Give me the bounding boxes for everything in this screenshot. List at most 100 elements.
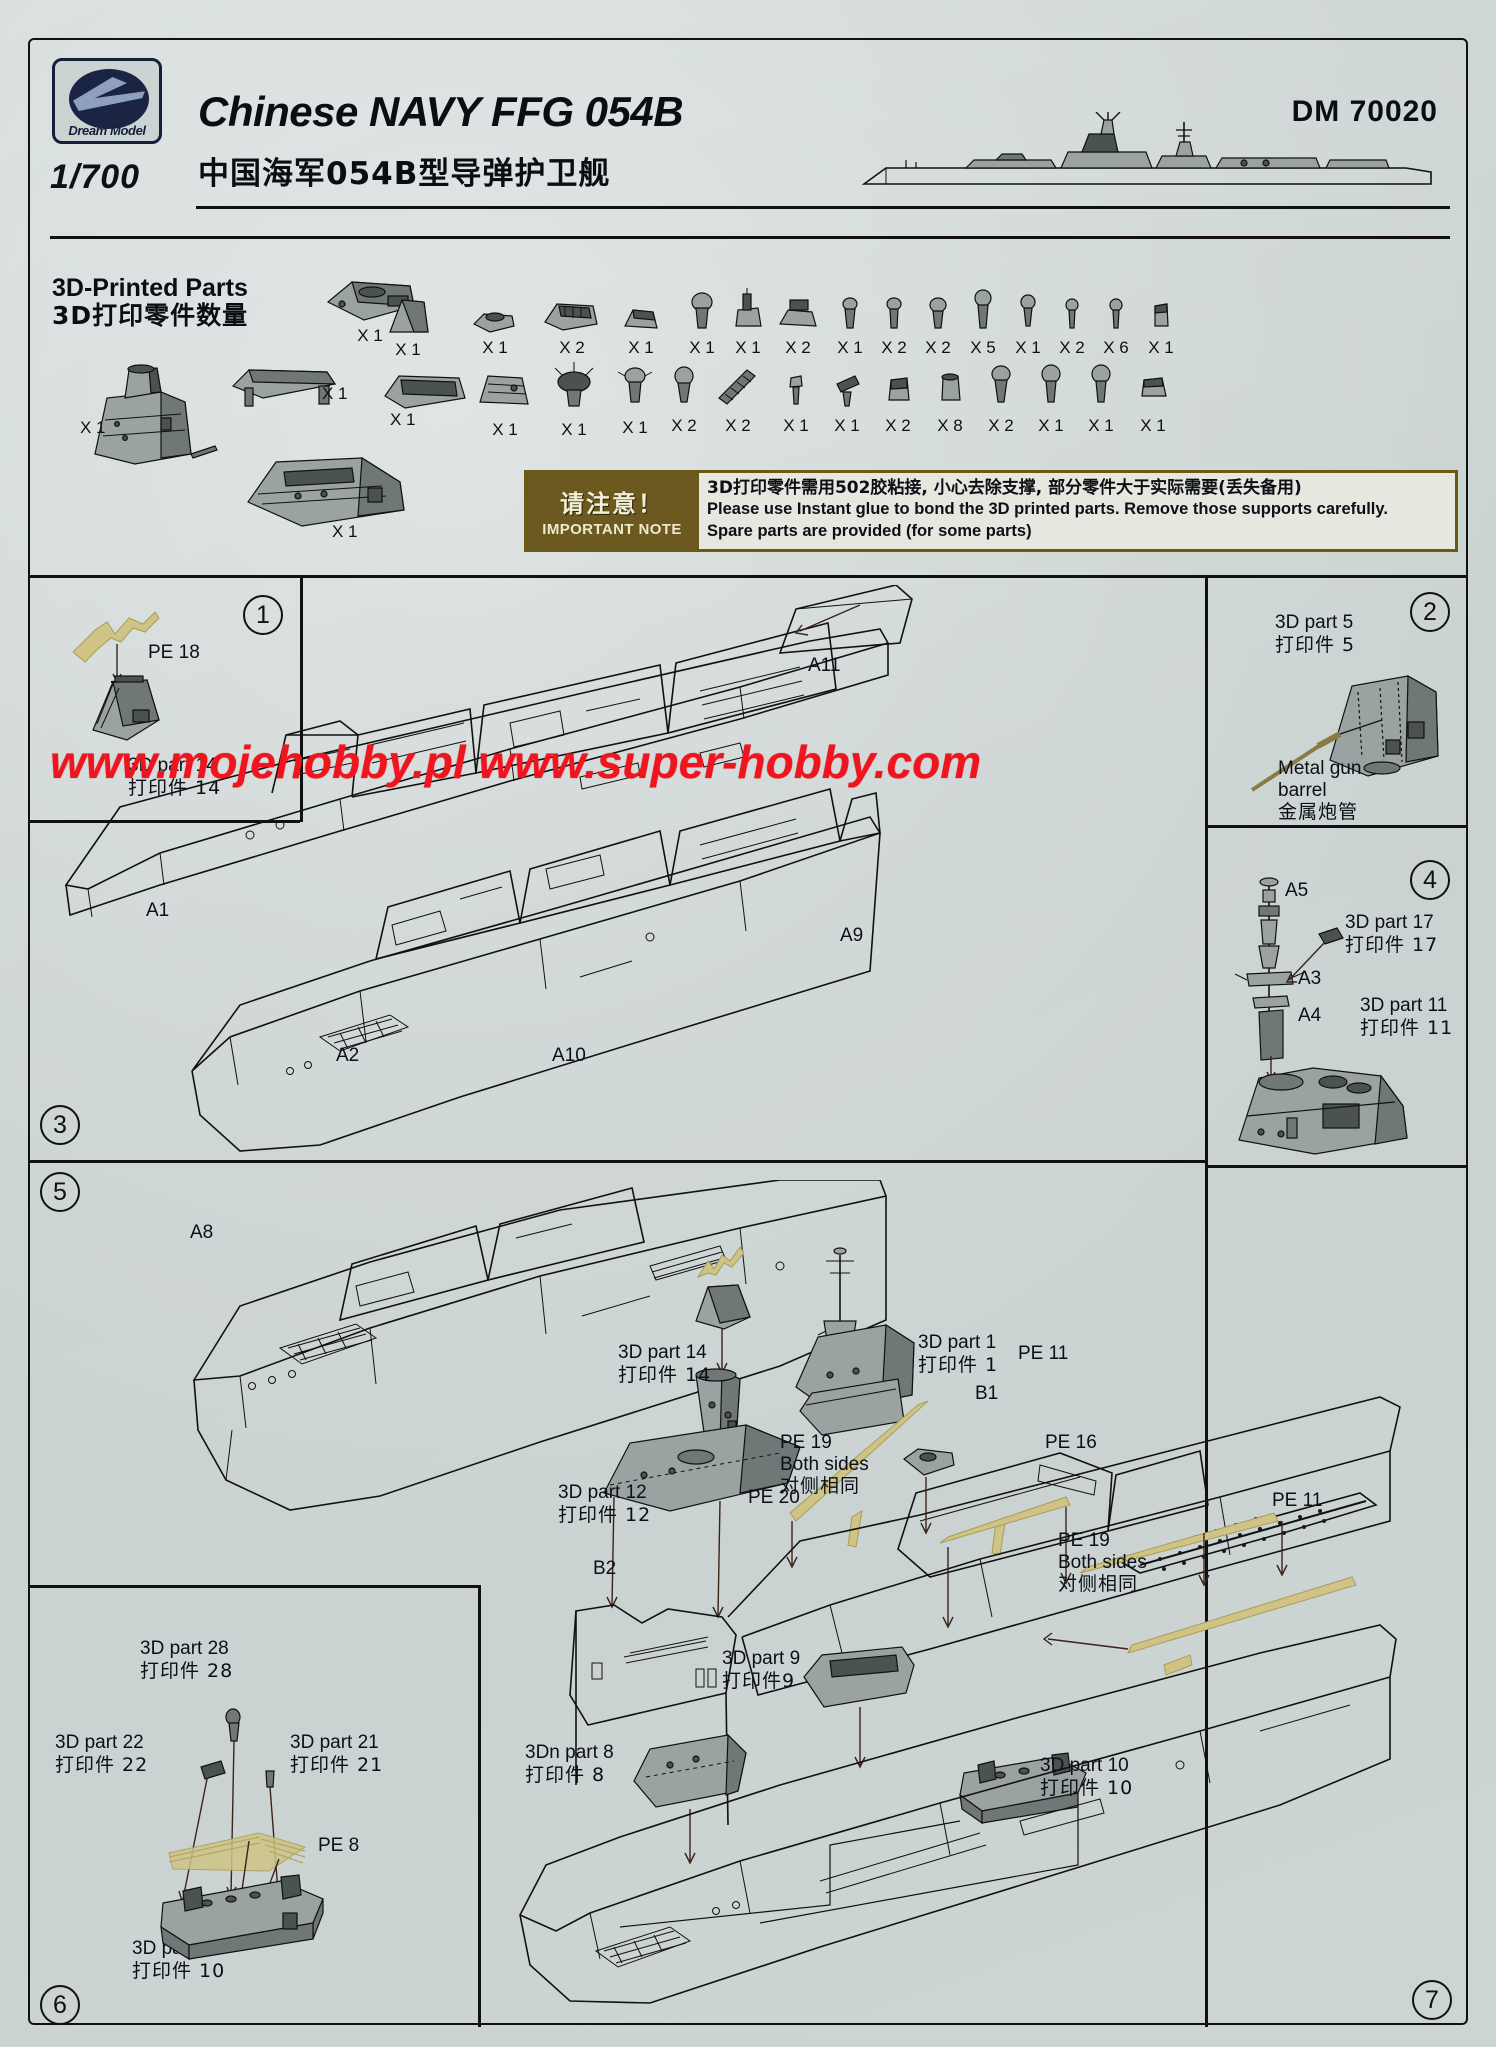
part-icon-launcher-rack: X 2 (534, 286, 610, 358)
part-qty: X 2 (925, 338, 951, 357)
label-en: 3D part 28 (140, 1638, 229, 1659)
part-icon-helipad-platform: X 1 (218, 356, 358, 416)
label-a4: A4 (1298, 1005, 1322, 1026)
label-both-sides: Both sides (1058, 1551, 1147, 1573)
label-pe: PE 19 (1058, 1530, 1110, 1551)
divider-right-column (1205, 575, 1208, 2027)
label-cn: 金属炮管 (1278, 800, 1359, 823)
label-3dn-part-8: 3Dn part 8 打印件 8 (525, 1742, 614, 1787)
label-a3: A3 (1298, 968, 1322, 989)
part-qty: X 2 (725, 416, 751, 435)
part-icon-dome-pod: X 2 (658, 362, 710, 436)
part-icon-small-gun: X 1 (826, 292, 874, 358)
part-qty: X 1 (735, 338, 761, 357)
label-en: 3Dn part 8 (525, 1742, 614, 1763)
part-icon-hangar-block: X 1 (372, 362, 482, 429)
label-pe18: PE 18 (148, 642, 200, 663)
part-icon-gun-mount: X 1 (722, 286, 774, 358)
page-border (28, 38, 1468, 2025)
part-qty: X 2 (559, 338, 585, 357)
part-icon-mast-antenna: X 1 (1026, 358, 1076, 436)
note-badge-en: IMPORTANT NOTE (542, 521, 682, 538)
part-icon-cap-dome: X 1 (1076, 358, 1126, 436)
part-qty: X 1 (1015, 338, 1041, 357)
part-qty: X 1 (1148, 338, 1174, 357)
part-qty: X 2 (671, 416, 697, 435)
page-title: Chinese NAVY FFG 054B (198, 88, 684, 135)
part-qty: X 1 (689, 338, 715, 357)
part-qty: X 1 (1038, 416, 1064, 435)
label-pe19-both-sides-left: PE 19 Both sides 对侧相同 (780, 1432, 869, 1498)
part-qty: X 1 (395, 340, 421, 359)
note-line-en1: Please use Instant glue to bond the 3D p… (707, 500, 1388, 519)
label-en: 3D part 11 (1360, 995, 1448, 1016)
label-3d-part-9: 3D part 9 打印件9 (722, 1648, 800, 1693)
step1-illustration (72, 611, 160, 741)
part-icon-small-cylinder: X 8 (924, 362, 976, 436)
part-qty: X 5 (970, 338, 996, 357)
label-a1: A1 (146, 900, 170, 921)
step-number-7: 7 (1412, 1980, 1452, 2020)
step2-illustration (1250, 674, 1439, 792)
part-icon-small-post: X 6 (1094, 294, 1138, 358)
ship-profile-illustration (861, 112, 1432, 185)
label-en: 3D part 22 (55, 1732, 144, 1753)
label-en: 3D part 5 (1275, 612, 1354, 633)
label-b1: B1 (975, 1383, 999, 1404)
part-icon-mast-pod: X 1 (678, 286, 726, 358)
part-qty: X 2 (988, 416, 1014, 435)
part-icon-winch: X 2 (916, 292, 960, 358)
label-cn: 打印件 17 (1345, 934, 1439, 957)
part-qty: X 1 (332, 522, 358, 541)
label-en: 3D part 9 (722, 1648, 801, 1669)
part-icon-large-hangar: X 1 (228, 438, 428, 541)
label-3d-part-12: 3D part 12 打印件 12 (558, 1482, 651, 1527)
label-a11: A11 (808, 655, 841, 676)
step-number-1: 1 (243, 595, 283, 635)
label-cn: 打印件 1 (918, 1354, 999, 1377)
part-qty: X 1 (1140, 416, 1166, 435)
label-cn: 打印件 22 (55, 1754, 149, 1777)
important-note-text: 3D打印零件需用502胶粘接, 小心去除支撑, 部分零件大于实际需要(丢失备用)… (699, 473, 1455, 549)
header-rule (196, 206, 1450, 209)
part-icon-twin-mount: X 2 (872, 362, 924, 436)
label-3d-part-14-step7: 3D part 14 打印件 14 (618, 1342, 711, 1387)
part-icon-antenna-dome: X 1 (1006, 290, 1050, 358)
label-b2: B2 (593, 1558, 617, 1579)
label-pe: PE 19 (780, 1432, 832, 1453)
part-icon-bollard: X 2 (872, 292, 916, 358)
part-qty: X 1 (482, 338, 508, 357)
logo-mark-icon (69, 69, 149, 129)
label-3d-part-1: 3D part 1 打印件 1 (918, 1332, 998, 1377)
label-cn: 打印件 10 (132, 1960, 226, 1983)
part-icon-crane-arm: X 1 (822, 364, 872, 436)
label-3d-part-14-step1: 3D part 14 打印件 14 (128, 755, 221, 800)
part-icon-radar-array: X 1 (538, 360, 610, 440)
part-icon-vent-box: X 2 (976, 360, 1026, 436)
part-icon-post: X 2 (1050, 294, 1094, 358)
part-qty: X 1 (783, 416, 809, 435)
part-qty: X 1 (561, 420, 587, 439)
label-en: 3D part 17 (1345, 912, 1434, 933)
step-number-5: 5 (40, 1172, 80, 1212)
part-qty: X 6 (1103, 338, 1129, 357)
divider-top (30, 575, 1466, 578)
part-qty: X 1 (390, 410, 416, 429)
parts-inventory-title: 3D-Printed Parts 3D打印零件数量 (52, 274, 248, 330)
label-cn: 打印件9 (722, 1670, 796, 1693)
part-qty: X 1 (837, 338, 863, 357)
divider-step6-top (30, 1585, 480, 1588)
label-pe19-both-sides-right: PE 19 Both sides 对侧相同 (1058, 1530, 1147, 1596)
divider-step1-right (300, 575, 303, 822)
label-en1: Metal gun (1278, 758, 1362, 779)
label-cn: 打印件 12 (558, 1504, 652, 1527)
label-cn: 打印件 10 (1040, 1777, 1134, 1800)
part-qty: X 1 (1088, 416, 1114, 435)
step-number-3: 3 (40, 1105, 80, 1145)
label-pe11-bottom: PE 11 (1272, 1490, 1323, 1511)
part-icon-small-dome-box: X 1 (462, 296, 528, 358)
label-both-sides: Both sides (780, 1453, 869, 1475)
step4-illustration (1234, 877, 1408, 1155)
label-cn: 打印件 14 (618, 1364, 712, 1387)
label-a2: A2 (336, 1045, 360, 1066)
